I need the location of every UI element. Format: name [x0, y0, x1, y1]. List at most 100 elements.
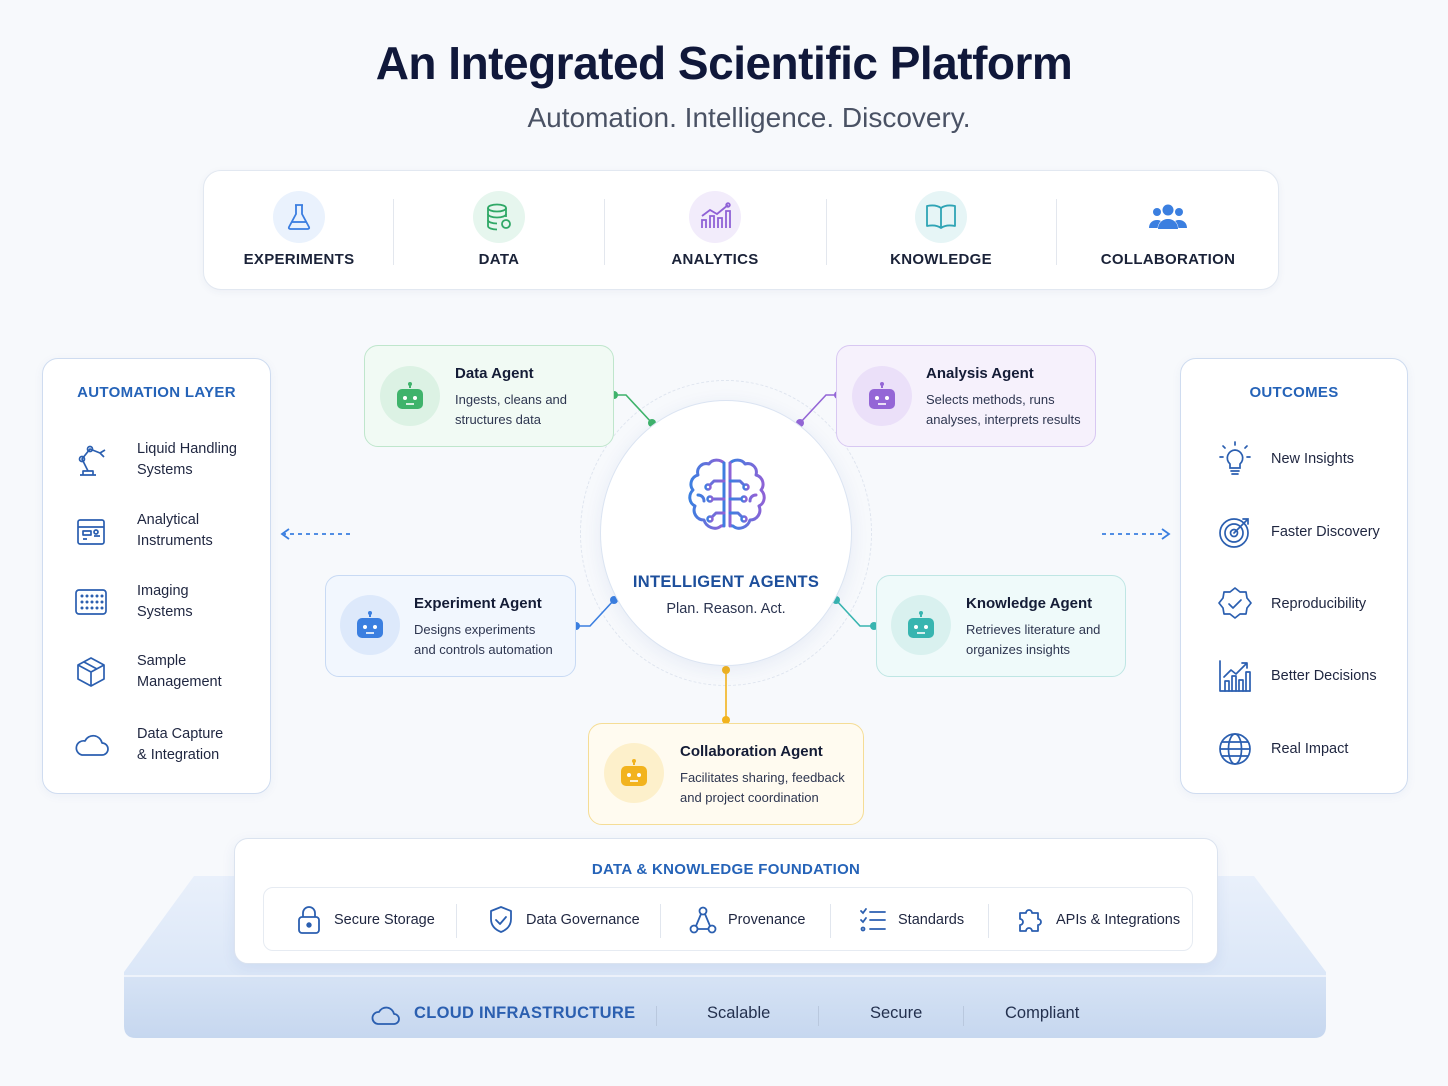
page-title: An Integrated Scientific Platform — [375, 37, 1073, 89]
agent-description: and controls automation — [414, 642, 553, 657]
automation-item-label: Instruments — [137, 533, 213, 549]
robot-icon — [604, 743, 664, 803]
pillar-knowledge: KNOWLEDGE — [826, 171, 1056, 291]
automation-item-label: Liquid Handling — [137, 441, 237, 457]
automation-item-label: Management — [137, 674, 222, 690]
target-icon — [1215, 512, 1255, 552]
provenance-icon — [688, 905, 718, 935]
flask-icon — [273, 191, 325, 243]
database-icon — [473, 191, 525, 243]
automation-item: Data Capture & Integration — [71, 724, 223, 766]
foundation-title: DATA & KNOWLEDGE FOUNDATION — [591, 861, 861, 878]
right-arrow — [1102, 528, 1171, 540]
trend-chart-icon — [1215, 656, 1255, 696]
foundation-items: Secure Storage Data Governance Provenanc… — [263, 887, 1193, 951]
outcome-item: Real Impact — [1215, 729, 1348, 769]
outcome-item: Better Decisions — [1215, 656, 1377, 696]
puzzle-icon — [1016, 905, 1046, 935]
agent-description: organizes insights — [966, 642, 1071, 657]
cloud-item: Secure — [870, 1004, 923, 1022]
outcome-item: Reproducibility — [1215, 584, 1366, 624]
agent-description: Ingests, cleans and — [455, 392, 568, 407]
pillar-experiments: EXPERIMENTS — [204, 171, 394, 291]
analysis-agent-card: Analysis Agent Selects methods, runs ana… — [836, 345, 1096, 447]
agent-description: Facilitates sharing, feedback — [680, 770, 845, 785]
cloud-item: Compliant — [1005, 1004, 1080, 1022]
automation-item: Sample Management — [71, 651, 222, 693]
agent-title: Data Agent — [455, 365, 534, 382]
automation-item-label: Systems — [137, 462, 193, 478]
agent-description: Selects methods, runs — [926, 392, 1055, 407]
foundation-item: Provenance — [688, 888, 805, 952]
foundation-label: Data Governance — [526, 912, 640, 928]
panel-title: AUTOMATION LAYER — [77, 384, 236, 401]
page-subtitle: Automation. Intelligence. Discovery. — [527, 102, 971, 133]
pillar-data: DATA — [394, 171, 604, 291]
outcome-label: New Insights — [1271, 450, 1355, 467]
automation-item: Liquid Handling Systems — [71, 439, 237, 481]
outcomes-panel: OUTCOMES New Insights Faster Discovery — [1180, 358, 1408, 794]
knowledge-agent-card: Knowledge Agent Retrieves literature and… — [876, 575, 1126, 677]
brain-icon — [674, 451, 780, 562]
automation-item-label: & Integration — [137, 747, 220, 763]
agent-title: Analysis Agent — [926, 365, 1034, 382]
pillar-analytics: ANALYTICS — [604, 171, 826, 291]
foundation-label: Secure Storage — [334, 912, 435, 928]
cloud-icon — [71, 725, 111, 765]
agent-description: structures data — [455, 412, 541, 427]
agent-description: Retrieves literature and — [966, 622, 1101, 637]
automation-item-label: Analytical — [137, 512, 200, 528]
pillar-label: EXPERIMENTS — [243, 251, 355, 268]
agent-title: Knowledge Agent — [966, 595, 1093, 612]
pillar-collaboration: COLLABORATION — [1056, 171, 1280, 291]
foundation-label: Provenance — [728, 912, 806, 928]
badge-check-icon — [1215, 584, 1255, 624]
outcome-label: Real Impact — [1271, 740, 1349, 757]
automation-item: Imaging Systems — [71, 581, 193, 623]
foundation-item: APIs & Integrations — [1016, 888, 1180, 952]
robot-icon — [852, 366, 912, 426]
cloud-item: Scalable — [707, 1004, 771, 1022]
pillars-bar: EXPERIMENTS DATA ANALYTICS — [203, 170, 1279, 290]
data-knowledge-foundation: DATA & KNOWLEDGE FOUNDATION Secure Stora… — [234, 838, 1218, 964]
agent-description: analyses, interprets results — [926, 412, 1081, 427]
left-arrow — [280, 528, 350, 540]
pillar-label: KNOWLEDGE — [890, 251, 992, 268]
robot-icon — [891, 595, 951, 655]
automation-item-label: Imaging — [137, 583, 189, 599]
list-icon — [858, 905, 888, 935]
grid-plate-icon — [71, 582, 111, 622]
collaboration-agent-card: Collaboration Agent Facilitates sharing,… — [588, 723, 864, 825]
instrument-icon — [71, 511, 111, 551]
outcome-label: Better Decisions — [1271, 667, 1377, 684]
pillar-label: DATA — [478, 251, 520, 268]
agent-title: Experiment Agent — [414, 595, 542, 612]
panel-title: OUTCOMES — [1249, 384, 1339, 401]
robot-icon — [340, 595, 400, 655]
globe-icon — [1215, 729, 1255, 769]
pillar-label: ANALYTICS — [671, 251, 759, 268]
center-subtitle: Plan. Reason. Act. — [666, 601, 786, 617]
automation-item-label: Data Capture — [137, 726, 224, 742]
foundation-label: Standards — [898, 912, 965, 928]
open-book-icon — [915, 191, 967, 243]
center-title: INTELLIGENT AGENTS — [632, 573, 820, 591]
automation-item-label: Sample — [137, 653, 187, 669]
agent-description: and project coordination — [680, 790, 819, 805]
outcome-item: Faster Discovery — [1215, 512, 1380, 552]
cube-icon — [71, 652, 111, 692]
lock-icon — [294, 905, 324, 935]
data-agent-card: Data Agent Ingests, cleans and structure… — [364, 345, 614, 447]
intelligent-agents-hub: INTELLIGENT AGENTS Plan. Reason. Act. — [600, 400, 852, 666]
experiment-agent-card: Experiment Agent Designs experiments and… — [325, 575, 576, 677]
lightbulb-icon — [1215, 439, 1255, 479]
foundation-item: Standards — [858, 888, 964, 952]
foundation-item: Data Governance — [486, 888, 640, 952]
agent-description: Designs experiments — [414, 622, 536, 637]
shield-icon — [486, 905, 516, 935]
pillar-label: COLLABORATION — [1100, 251, 1236, 268]
agent-title: Collaboration Agent — [680, 743, 823, 760]
outcome-label: Reproducibility — [1271, 595, 1367, 612]
foundation-label: APIs & Integrations — [1056, 912, 1181, 928]
outcome-label: Faster Discovery — [1271, 523, 1380, 540]
